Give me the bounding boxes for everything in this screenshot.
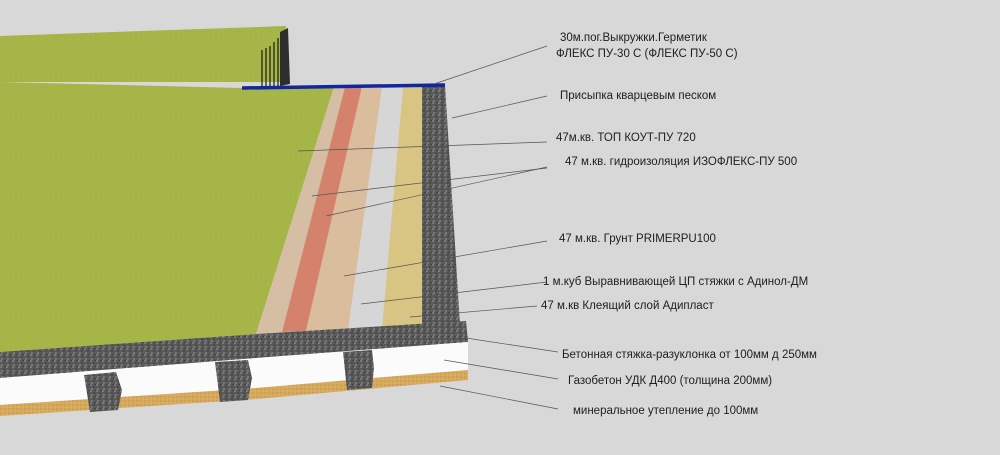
label-quartz-sand: Присыпка кварцевым песком xyxy=(560,90,717,102)
sand-strip xyxy=(256,87,345,334)
label-sealant-line1: 30м.пог.Выкружки.Герметик xyxy=(560,32,707,44)
green-topcoat-surface xyxy=(0,82,334,352)
label-leveling-screed: 1 м.куб Выравнивающей ЦП стяжки с Адинол… xyxy=(543,276,809,288)
label-concrete-screed: Бетонная стяжка-разуклонка от 100мм д 25… xyxy=(562,349,817,361)
concrete-screed-band xyxy=(0,321,468,378)
label-waterproofing: 47 м.кв. гидроизоляция ИЗОФЛЕКС-ПУ 500 xyxy=(565,156,798,168)
gravel-strip xyxy=(422,85,460,327)
leader-lines xyxy=(297,45,559,410)
label-sealant-line2: ФЛЕКС ПУ-30 С (ФЛЕКС ПУ-50 С) xyxy=(556,48,738,60)
front-section xyxy=(0,321,468,416)
back-slab xyxy=(0,26,290,86)
beige-strip xyxy=(306,87,382,331)
concrete-blocks xyxy=(84,350,374,412)
label-primer: 47 м.кв. Грунт PRIMERPU100 xyxy=(559,233,716,245)
sealant-bar xyxy=(241,83,446,90)
label-aerated-concrete: Газобетон УДК Д400 (толщина 200мм) xyxy=(568,375,773,387)
red-strip xyxy=(282,87,362,332)
label-adhesive: 47 м.кв Клеящий слой Адипласт xyxy=(541,300,714,312)
label-mineral-insulation: минеральное утепление до 100мм xyxy=(573,405,759,417)
yellow-strip xyxy=(382,87,422,329)
label-top-coat: 47м.кв. ТОП КОУТ-ПУ 720 xyxy=(556,132,696,144)
